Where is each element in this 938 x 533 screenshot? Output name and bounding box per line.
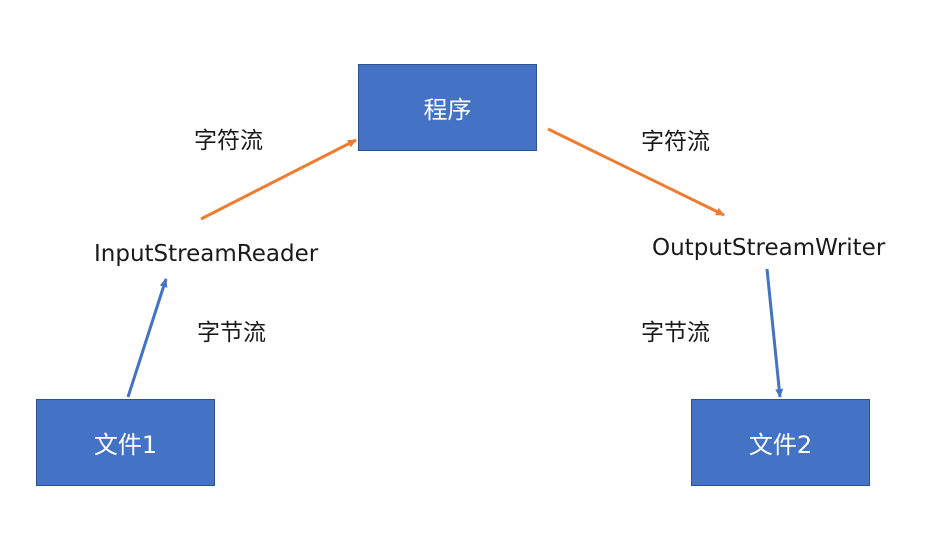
- output-stream-writer-label: OutputStreamWriter: [652, 235, 886, 261]
- char-stream-label-right: 字符流: [641, 129, 710, 155]
- file2-node-label: 文件2: [748, 431, 813, 459]
- file2-node: 文件2: [691, 399, 870, 486]
- program-node: 程序: [358, 64, 537, 151]
- file1-node: 文件1: [36, 399, 215, 486]
- char-stream-label-left: 字符流: [194, 128, 263, 154]
- arrow-output-writer-to-file2: [765, 268, 784, 398]
- program-node-label: 程序: [423, 96, 472, 124]
- input-stream-reader-label: InputStreamReader: [94, 241, 319, 267]
- file1-node-label: 文件1: [93, 431, 158, 459]
- arrow-file1-to-input-reader: [126, 278, 168, 398]
- arrow-program-to-output-writer: [547, 127, 725, 217]
- byte-stream-label-right: 字节流: [641, 320, 710, 346]
- arrow-input-reader-to-program: [200, 138, 357, 221]
- byte-stream-label-left: 字节流: [197, 320, 266, 346]
